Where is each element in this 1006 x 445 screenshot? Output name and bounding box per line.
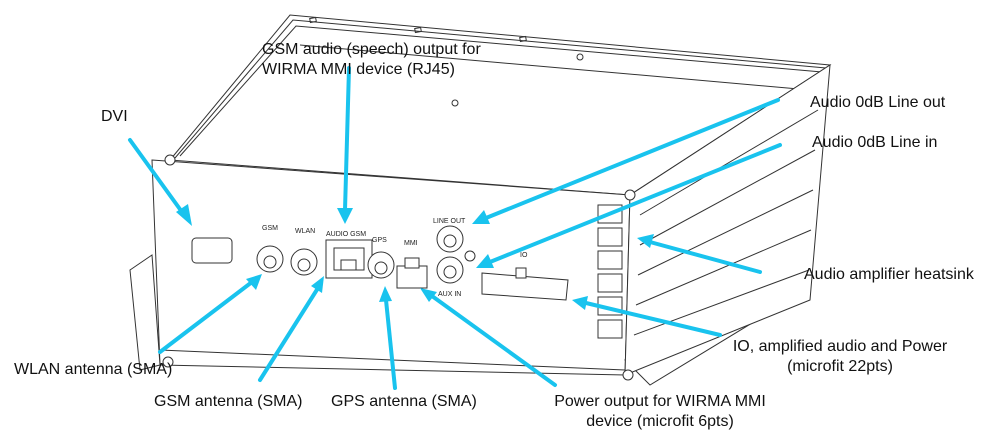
marking-gps: GPS	[372, 237, 387, 244]
callout-io	[572, 296, 722, 337]
marking-line-out: LINE OUT	[433, 218, 466, 225]
callout-gsm-audio	[337, 66, 353, 224]
aux-in-jack	[436, 256, 464, 284]
heatsink-fins	[633, 109, 819, 336]
label-wlan-antenna: WLAN antenna (SMA)	[14, 361, 173, 378]
marking-audio-gsm: AUDIO GSM	[326, 231, 366, 238]
label-power-mmi-line1: Power output for WIRMA MMI	[554, 393, 766, 410]
callout-power-mmi	[420, 288, 557, 387]
heatsink-side	[624, 64, 831, 376]
label-dvi: DVI	[101, 108, 128, 125]
callout-line-in	[476, 143, 782, 268]
dvi-port	[191, 237, 233, 264]
callout-gps-antenna	[379, 286, 397, 390]
marking-aux-in: AUX IN	[438, 291, 461, 298]
label-gsm-antenna: GSM antenna (SMA)	[154, 393, 303, 410]
label-io-line1: IO, amplified audio and Power	[732, 338, 948, 355]
mounting-flange-left	[129, 254, 161, 371]
label-line-out: Audio 0dB Line out	[810, 94, 946, 111]
label-gsm-audio: GSM audio (speech) output for WIRMA MMI …	[262, 40, 481, 80]
rj45-port	[325, 239, 373, 279]
marking-wlan: WLAN	[295, 228, 315, 235]
label-line-in: Audio 0dB Line in	[812, 134, 938, 151]
io-microfit-connector	[481, 267, 569, 301]
callout-line-out	[472, 98, 780, 224]
mmi-microfit-connector	[396, 257, 428, 289]
line-out-jack	[436, 225, 464, 253]
callout-wlan	[158, 274, 262, 354]
gsm-sma-connector	[256, 245, 284, 273]
label-gps-antenna: GPS antenna (SMA)	[331, 393, 477, 410]
wlan-sma-connector	[290, 248, 318, 276]
callout-gsm-antenna	[258, 276, 324, 382]
label-io-line2: (microfit 22pts)	[787, 358, 893, 375]
marking-mmi: MMI	[404, 240, 418, 247]
marking-io: IO	[520, 252, 528, 259]
marking-gsm: GSM	[262, 225, 278, 232]
label-power-mmi-line2: device (microfit 6pts)	[586, 413, 734, 430]
label-power-mmi: Power output for WIRMA MMI device (micro…	[540, 392, 780, 432]
label-gsm-audio-line2: WIRMA MMI device (RJ45)	[262, 61, 455, 78]
gps-sma-connector	[367, 251, 395, 279]
callout-dvi	[128, 138, 192, 226]
callout-heatsink	[637, 234, 762, 274]
label-heatsink: Audio amplifier heatsink	[804, 266, 974, 283]
label-io: IO, amplified audio and Power (microfit …	[710, 337, 970, 377]
label-gsm-audio-line1: GSM audio (speech) output for	[262, 41, 481, 58]
